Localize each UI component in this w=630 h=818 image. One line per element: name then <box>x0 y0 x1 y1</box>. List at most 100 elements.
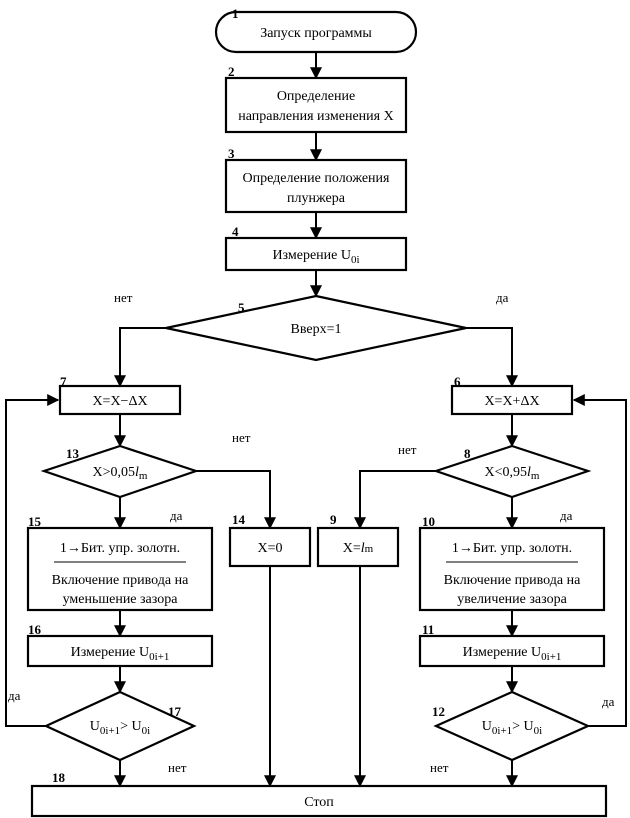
block-3-line1: Определение положения <box>243 171 390 186</box>
decision-8-sub: m <box>531 470 540 482</box>
block-15-line3: уменьшение зазора <box>63 592 179 607</box>
block-11-text: Измерение U0i+1 <box>463 645 562 663</box>
num-4: 4 <box>232 224 239 239</box>
label-8-yes: да <box>560 508 573 523</box>
branch-labels: нет да нет нет да да да да нет нет <box>8 290 615 775</box>
arrow-8-9-no <box>354 470 436 530</box>
decision-12-text: U0i+1> U0i <box>482 719 542 737</box>
num-10: 10 <box>422 514 435 529</box>
decision-17-left-sub: 0i+1 <box>100 725 120 737</box>
block-3-line2: плунжера <box>287 191 346 206</box>
block-10-line1: 1→Бит. упр. золотн. <box>452 541 572 556</box>
num-1: 1 <box>232 6 239 21</box>
block-11-main: Измерение U <box>463 645 542 660</box>
arrow-17-7-loop <box>5 394 60 727</box>
num-3: 3 <box>228 146 235 161</box>
decision-8-text: X<0,95lm <box>485 465 540 482</box>
num-6: 6 <box>454 374 461 389</box>
decision-17-left: U <box>90 719 100 734</box>
decision-8-main: X<0,95 <box>485 465 528 480</box>
decision-17-text: U0i+1> U0i <box>90 719 150 737</box>
block-3 <box>224 158 408 214</box>
block-6 <box>450 384 574 416</box>
block-16-main: Измерение U <box>71 645 150 660</box>
shapes <box>26 10 608 818</box>
block-10-line2: Включение привода на <box>444 573 581 588</box>
block-15-line2: Включение привода на <box>52 573 189 588</box>
decision-12-right-sub: 0i <box>534 725 543 737</box>
num-8: 8 <box>464 446 471 461</box>
decision-5 <box>165 294 467 362</box>
label-13-no: нет <box>232 430 251 445</box>
decision-12 <box>433 690 591 762</box>
block-6-text: X=X+ΔX <box>484 394 539 409</box>
decision-12-op: > U <box>512 719 534 734</box>
label-13-yes: да <box>170 508 183 523</box>
num-9: 9 <box>330 512 337 527</box>
num-14: 14 <box>232 512 246 527</box>
decision-17 <box>43 690 197 762</box>
decision-12-left-sub: 0i+1 <box>492 725 512 737</box>
block-5-text: Вверх=1 <box>291 322 342 337</box>
block-2-line2: направления изменения X <box>238 109 393 124</box>
arrow-5-6-yes <box>466 327 518 388</box>
block-18-text: Стоп <box>304 795 334 810</box>
label-17-no: нет <box>168 760 187 775</box>
block-16-sub: 0i+1 <box>149 651 169 663</box>
num-11: 11 <box>422 622 434 637</box>
block-15-line1: 1→Бит. упр. золотн. <box>60 541 180 556</box>
block-numbers: 1 2 3 4 5 7 6 13 8 15 14 9 10 16 11 17 1… <box>28 6 471 785</box>
label-8-no: нет <box>398 442 417 457</box>
block-4 <box>224 236 408 272</box>
decision-13-text: X>0,05lm <box>93 465 148 482</box>
decision-13-ital: l <box>135 465 139 480</box>
label-5-yes: да <box>496 290 509 305</box>
block-10-line3: увеличение зазора <box>457 592 567 607</box>
decision-8-ital: l <box>527 465 531 480</box>
num-5: 5 <box>238 300 245 315</box>
decision-17-right-sub: 0i <box>142 725 151 737</box>
block-18-stop <box>30 784 608 818</box>
block-9-sub: m <box>365 543 374 555</box>
arrow-13-14-no <box>196 470 276 530</box>
connectors <box>5 52 627 788</box>
decision-13-main: X>0,05 <box>93 465 136 480</box>
arrow-5-7-no <box>114 327 166 388</box>
block-1-text: Запуск программы <box>260 26 372 41</box>
label-17-yes: да <box>8 688 21 703</box>
block-14-text: X=0 <box>257 541 282 556</box>
block-2 <box>224 76 408 134</box>
num-7: 7 <box>60 374 67 389</box>
num-12: 12 <box>432 704 445 719</box>
block-4-text: Измерение U0i <box>272 248 359 266</box>
num-16: 16 <box>28 622 42 637</box>
block-9-main: X= <box>343 541 361 556</box>
num-2: 2 <box>228 64 235 79</box>
block-16 <box>26 634 214 668</box>
decision-17-op: > U <box>120 719 142 734</box>
decision-13 <box>40 444 200 499</box>
num-15: 15 <box>28 514 42 529</box>
block-1-start <box>214 10 418 54</box>
block-11-sub: 0i+1 <box>541 651 561 663</box>
block-14 <box>228 526 312 568</box>
block-2-line1: Определение <box>277 89 355 104</box>
block-11 <box>418 634 606 668</box>
arrow-12-6-loop <box>572 394 627 727</box>
block-9 <box>316 526 400 568</box>
decision-8 <box>432 444 592 499</box>
num-17: 17 <box>168 704 182 719</box>
block-10 <box>418 526 606 612</box>
block-7 <box>58 384 182 416</box>
block-7-text: X=X−ΔX <box>92 394 147 409</box>
block-15 <box>26 526 214 612</box>
decision-12-left: U <box>482 719 492 734</box>
num-18: 18 <box>52 770 66 785</box>
block-4-sub: 0i <box>351 254 360 266</box>
block-9-ital: l <box>361 541 365 556</box>
block-4-main: Измерение U <box>272 248 351 263</box>
label-12-yes: да <box>602 694 615 709</box>
label-12-no: нет <box>430 760 449 775</box>
decision-13-sub: m <box>139 470 148 482</box>
